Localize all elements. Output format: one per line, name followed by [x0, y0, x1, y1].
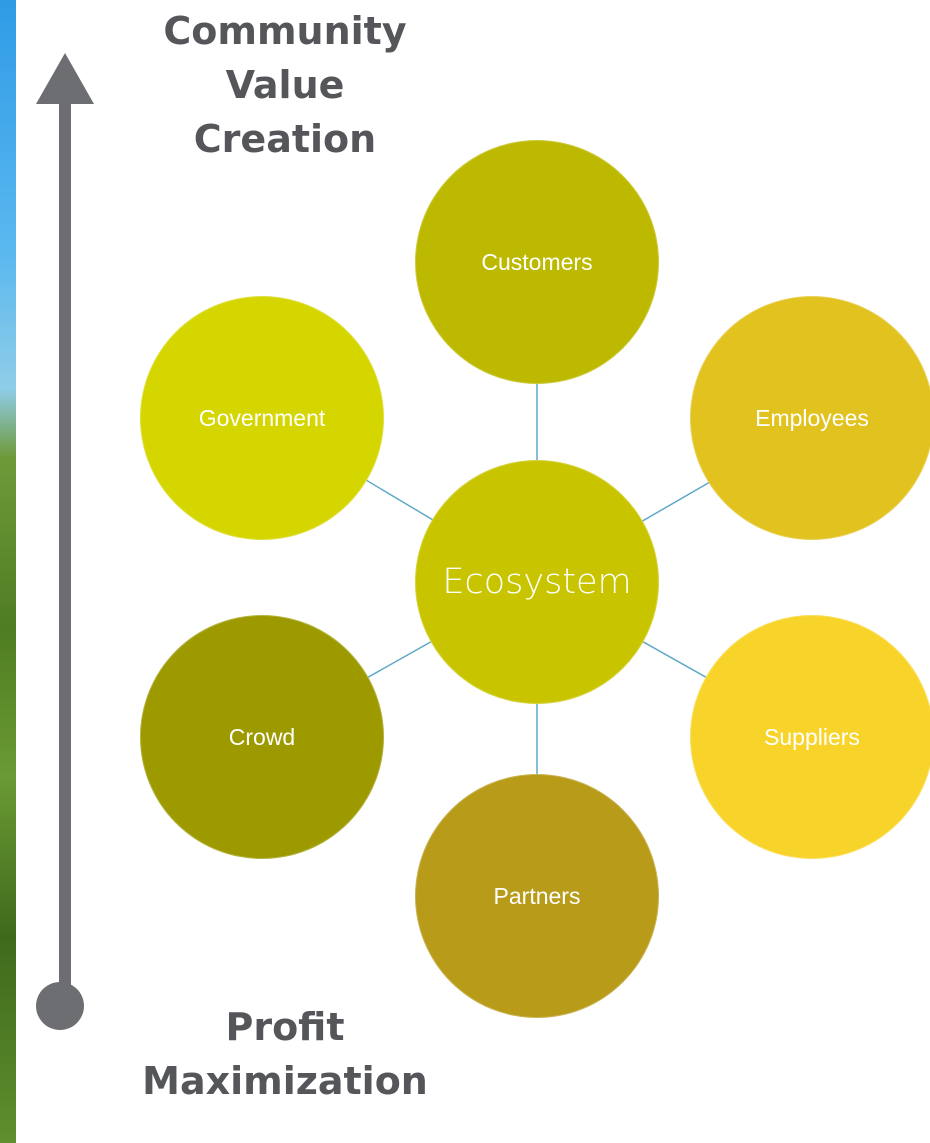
partners-node-label: Partners	[493, 882, 581, 909]
axis-bottom-label-line: Maximization	[142, 1059, 428, 1103]
suppliers-node: Suppliers	[690, 615, 930, 859]
suppliers-node-label: Suppliers	[764, 723, 860, 750]
ecosystem-node-label: Ecosystem	[442, 562, 632, 602]
employees-node-label: Employees	[755, 404, 869, 431]
customers-node: Customers	[415, 140, 659, 384]
background-photo-strip	[0, 0, 16, 1143]
axis-top-label: Community Value Creation	[100, 4, 470, 166]
ecosystem-node: Ecosystem	[415, 460, 659, 704]
government-node: Government	[140, 296, 384, 540]
partners-node: Partners	[415, 774, 659, 1018]
customers-node-label: Customers	[481, 248, 593, 275]
vertical-arrow-axis	[36, 53, 94, 1030]
crowd-node: Crowd	[140, 615, 384, 859]
axis-shaft	[59, 90, 71, 1005]
crowd-node-label: Crowd	[228, 723, 296, 750]
axis-base-circle-icon	[36, 982, 84, 1030]
employees-node: Employees	[690, 296, 930, 540]
government-node-label: Government	[198, 404, 326, 431]
axis-top-label-line: Value	[225, 63, 345, 107]
axis-top-label-line: Community	[163, 9, 407, 53]
axis-bottom-label-line: Profit	[225, 1005, 345, 1049]
axis-bottom-label: Profit Maximization	[100, 1000, 470, 1108]
axis-arrowhead-icon	[36, 53, 94, 104]
axis-top-label-line: Creation	[193, 117, 377, 161]
